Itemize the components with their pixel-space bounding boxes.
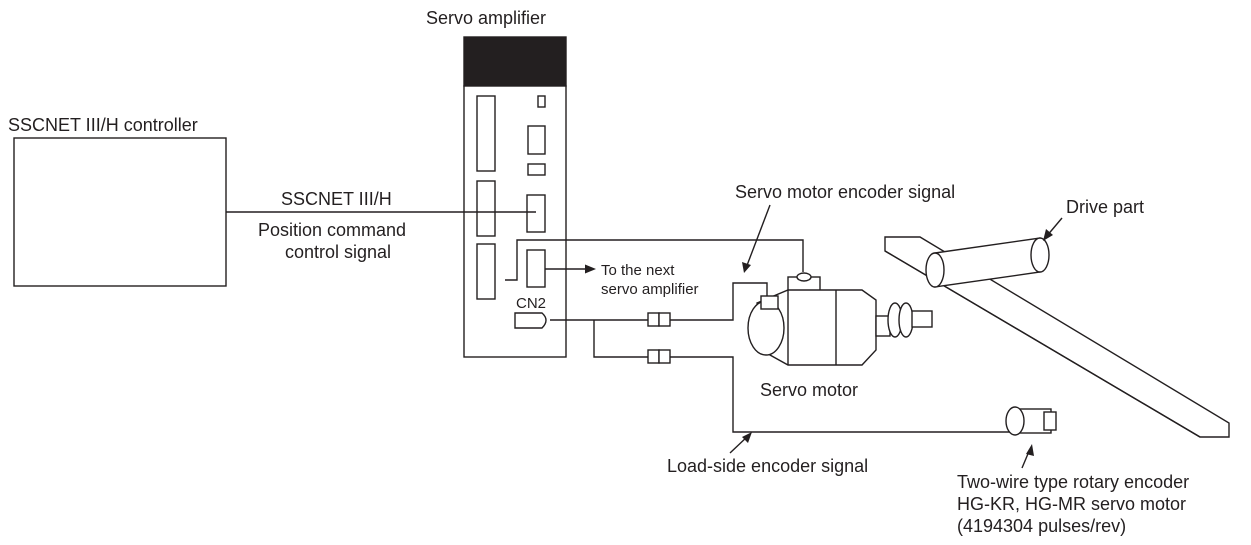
rotary-encoder: Two-wire type rotary encoder HG-KR, HG-M… <box>957 406 1189 536</box>
coupling-2 <box>898 302 914 338</box>
motor-body <box>756 289 877 366</box>
cn2-connector <box>514 312 547 329</box>
amp-left-slot-1 <box>476 95 496 172</box>
motor-encoder-signal-label: Servo motor encoder signal <box>735 182 955 202</box>
amp-left-slot-3 <box>476 243 496 300</box>
motor-encoder-signal-arrowhead <box>742 262 751 273</box>
control-signal-label: control signal <box>285 242 391 262</box>
motor-encoder-knob <box>796 272 812 282</box>
load-side-cable <box>670 356 1010 433</box>
rotary-encoder-label-2: HG-KR, HG-MR servo motor <box>957 494 1186 514</box>
relay-connector-2b <box>658 349 671 364</box>
load-side-signal-arrowhead <box>742 432 752 443</box>
drive-cylinder-end-2 <box>1030 237 1050 273</box>
amplifier-top-panel <box>463 36 567 87</box>
amp-left-slot-2 <box>476 180 496 237</box>
cn2-cable-to-motor <box>670 282 768 321</box>
amp-right-slot-2 <box>527 163 546 176</box>
motor-connector <box>760 295 779 310</box>
controller-box <box>13 137 227 287</box>
controller-block: SSCNET III/H controller <box>8 115 227 287</box>
cn2-cable-b <box>593 320 648 358</box>
drive-shaft <box>911 310 933 328</box>
servo-amplifier: Servo amplifier CN2 <box>426 8 567 358</box>
servo-motor-label: Servo motor <box>760 380 858 400</box>
amp-sscnet-connector <box>526 194 546 233</box>
rotary-encoder-arrowhead <box>1026 444 1034 456</box>
next-amp-label-2: servo amplifier <box>601 281 699 298</box>
sscnet-label: SSCNET III/H <box>281 189 392 209</box>
motor-encoder-signal-leader <box>745 204 771 269</box>
motor-encoder-top-cable <box>505 239 804 281</box>
rotary-encoder-face <box>1005 406 1025 436</box>
relay-connector-2a <box>647 349 660 364</box>
next-amp-arrow-head <box>585 264 596 274</box>
servo-amplifier-label: Servo amplifier <box>426 8 546 28</box>
rotary-encoder-shaft <box>1043 411 1057 431</box>
load-side-signal-label: Load-side encoder signal <box>667 456 868 476</box>
controller-label: SSCNET III/H controller <box>8 115 198 135</box>
position-command-label: Position command <box>258 220 406 240</box>
relay-connector-1a <box>647 312 660 327</box>
relay-connector-1b <box>658 312 671 327</box>
amp-right-slot-1 <box>527 125 546 155</box>
drive-part-label: Drive part <box>1066 197 1144 217</box>
drive-part-arrowhead <box>1043 229 1053 241</box>
drive-part: Drive part <box>884 197 1230 438</box>
drive-cylinder-body <box>934 237 1046 288</box>
amp-next-connector <box>526 249 546 288</box>
rotary-encoder-label-3: (4194304 pulses/rev) <box>957 516 1126 536</box>
cn2-label: CN2 <box>516 295 546 312</box>
amp-led <box>537 95 546 108</box>
servo-motor: Servo motor <box>747 272 933 400</box>
rotary-encoder-label-1: Two-wire type rotary encoder <box>957 472 1189 492</box>
drive-cylinder-end <box>925 252 945 288</box>
next-amp-label-1: To the next <box>601 262 675 279</box>
